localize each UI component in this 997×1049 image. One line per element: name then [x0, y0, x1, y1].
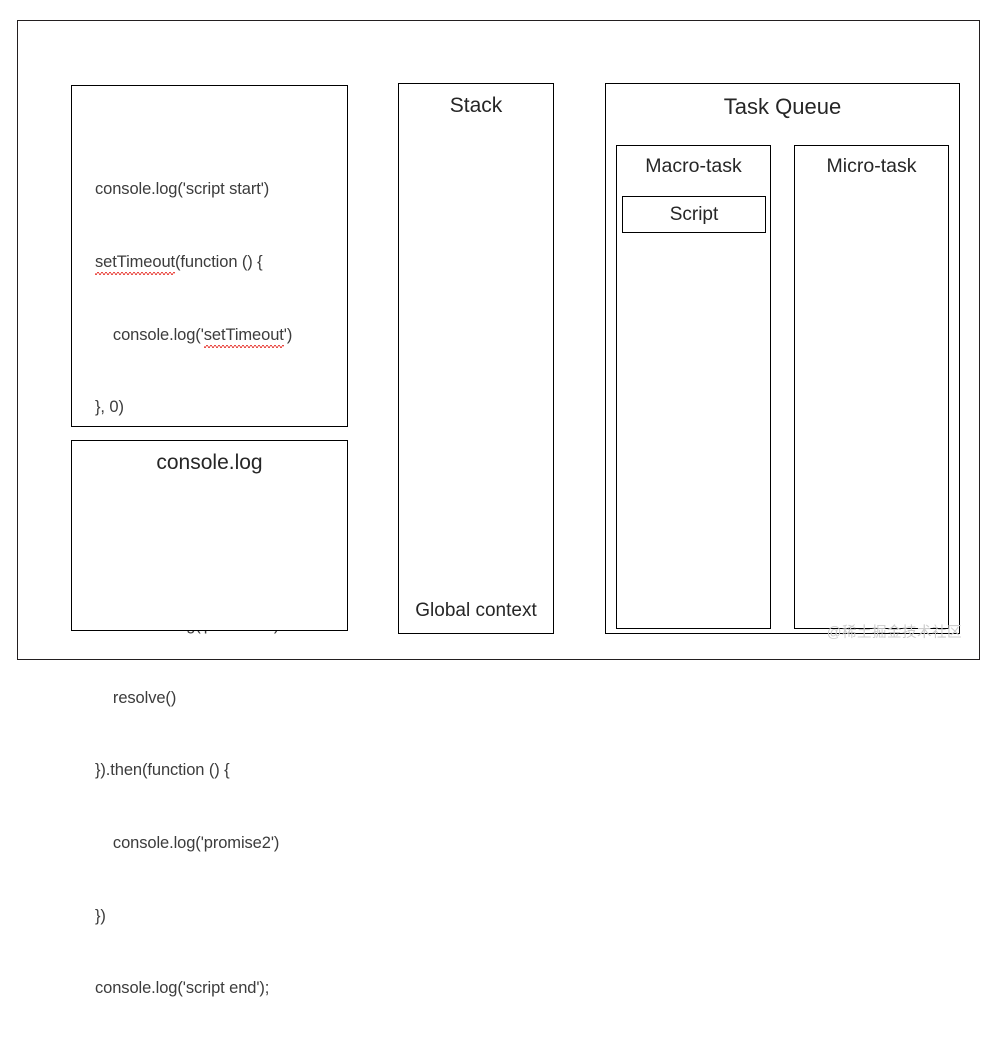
code-line-10: console.log('promise2') — [95, 831, 343, 855]
code-line-text: }).then(function () { — [95, 761, 230, 780]
macro-task-item-script[interactable]: Script — [622, 196, 766, 233]
code-line-11: }) — [95, 904, 343, 928]
code-line-4: }, 0) — [95, 395, 343, 419]
code-line-3: console.log('setTimeout') — [95, 323, 343, 349]
call-stack-panel: Stack Global context — [398, 83, 554, 634]
micro-task-queue: Micro-task — [794, 145, 949, 629]
global-context-label: Global context — [415, 600, 537, 621]
call-stack-title: Stack — [449, 94, 503, 117]
code-line-text-tail: ') — [283, 325, 293, 344]
code-line-8: resolve() — [95, 686, 343, 710]
macro-task-title: Macro-task — [645, 155, 742, 177]
code-line-12: console.log('script end'); — [95, 976, 343, 1000]
code-line-text: console.log('script start') — [95, 180, 270, 199]
macro-task-item-label: Script — [669, 203, 719, 225]
code-line-text: console.log('script end'); — [95, 979, 270, 998]
code-line-text: }, 0) — [95, 398, 124, 417]
code-line-1: console.log('script start') — [95, 177, 343, 201]
code-line-text: console.log('promise2') — [95, 833, 280, 852]
code-line-text: }) — [95, 906, 106, 925]
code-line-text: (function () { — [175, 253, 263, 272]
task-queue-panel: Task Queue Macro-task Script Micro-task — [605, 83, 960, 634]
code-line-2: setTimeout(function () { — [95, 250, 343, 276]
misspelled-word: setTimeout — [95, 250, 175, 276]
console-log-title: console.log — [156, 451, 263, 474]
console-log-panel: console.log — [71, 440, 348, 631]
misspelled-word: setTimeout — [203, 323, 284, 349]
code-line-9: }).then(function () { — [95, 758, 343, 782]
micro-task-title: Micro-task — [826, 155, 917, 177]
macro-task-queue: Macro-task Script — [616, 145, 771, 629]
diagram-frame: console.log('script start') setTimeout(f… — [17, 20, 980, 997]
watermark: @稀土掘金技术社区 — [826, 625, 962, 641]
code-line-text: console.log(' — [95, 325, 204, 344]
code-line-text: resolve() — [95, 688, 177, 707]
code-snippet-panel: console.log('script start') setTimeout(f… — [71, 85, 348, 997]
task-queue-title: Task Queue — [723, 94, 842, 119]
